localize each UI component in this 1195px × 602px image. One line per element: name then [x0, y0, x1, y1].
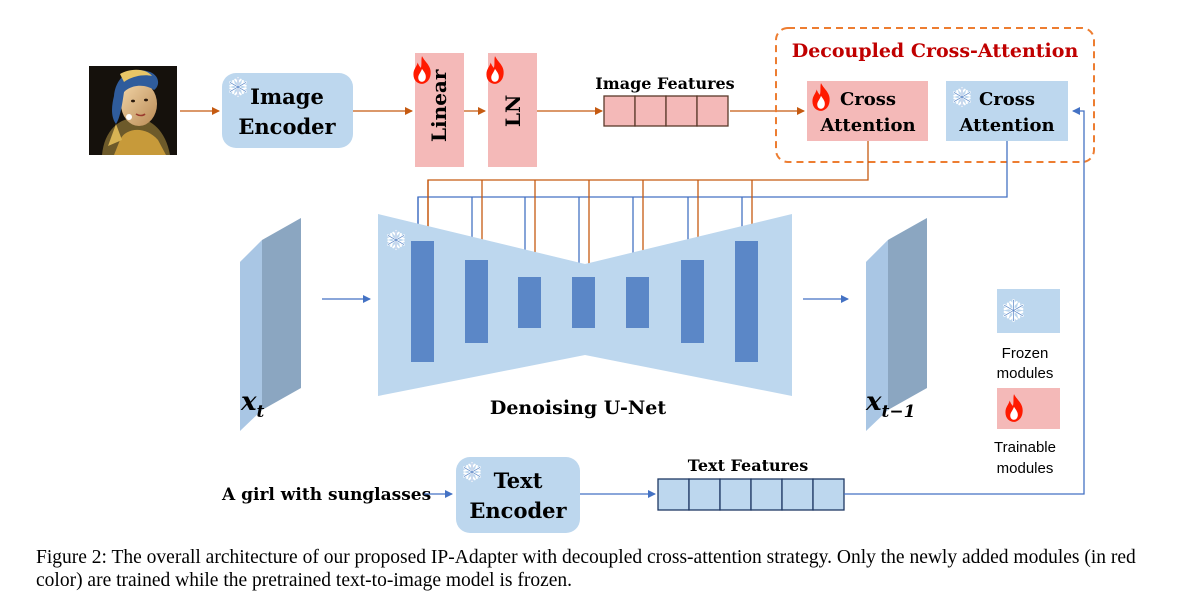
unet-block	[735, 241, 758, 362]
text-features-tokens	[657, 478, 845, 511]
cross-attention-trainable-box: Cross Attention	[807, 81, 928, 141]
text-encoder-box: Text Encoder	[456, 457, 580, 533]
legend-trainable-label-1: Trainable	[994, 439, 1056, 456]
decoupled-cross-attention-container	[775, 27, 1095, 163]
linear-layer-box: Linear	[413, 53, 464, 167]
unet-block	[465, 260, 488, 343]
unet-block	[572, 277, 595, 328]
legend-trainable: Trainable modules	[994, 388, 1060, 477]
linear-label: Linear	[427, 69, 451, 142]
text-encoder-label-1: Text	[494, 468, 543, 493]
layernorm-box: LN	[486, 53, 537, 167]
unet-block	[626, 277, 649, 328]
cross-attention-trainable-label-2: Attention	[819, 115, 915, 136]
cross-attention-trainable-label-1: Cross	[840, 89, 896, 110]
xt1-label: xt−1	[865, 387, 915, 422]
image-encoder-box: Image Encoder	[222, 73, 353, 148]
legend-frozen-label-2: modules	[997, 365, 1054, 382]
cross-attention-frozen-label-2: Attention	[958, 115, 1054, 136]
cross-attention-frozen-label-1: Cross	[979, 89, 1035, 110]
xt1-latent	[866, 218, 927, 431]
xt-latent	[240, 218, 301, 431]
unet-block	[518, 277, 541, 328]
legend-trainable-label-2: modules	[997, 460, 1054, 477]
unet-blocks	[411, 241, 758, 362]
image-encoder-label-2: Encoder	[238, 114, 336, 139]
decoupled-title: Decoupled Cross-Attention	[792, 40, 1079, 62]
image-encoder-label-1: Image	[250, 84, 324, 109]
image-features-label: Image Features	[595, 74, 734, 93]
prompt-text: A girl with sunglasses	[221, 485, 431, 505]
cross-attention-frozen-box: Cross Attention	[946, 81, 1068, 141]
portrait-image	[89, 66, 177, 155]
figure-caption: Figure 2: The overall architecture of ou…	[36, 547, 1136, 591]
legend-frozen: Frozen modules	[997, 289, 1060, 382]
text-encoder-label-2: Encoder	[469, 498, 567, 523]
xt-label: xt	[240, 387, 265, 422]
arrow-text-features-to-crossattn	[844, 107, 1085, 495]
ln-label: LN	[501, 95, 525, 127]
unet-label: Denoising U-Net	[490, 397, 666, 419]
unet-block	[411, 241, 434, 362]
unet-block	[681, 260, 704, 343]
image-features-tokens	[603, 95, 729, 127]
legend-frozen-label-1: Frozen	[1002, 345, 1049, 362]
text-features-label: Text Features	[688, 456, 808, 475]
